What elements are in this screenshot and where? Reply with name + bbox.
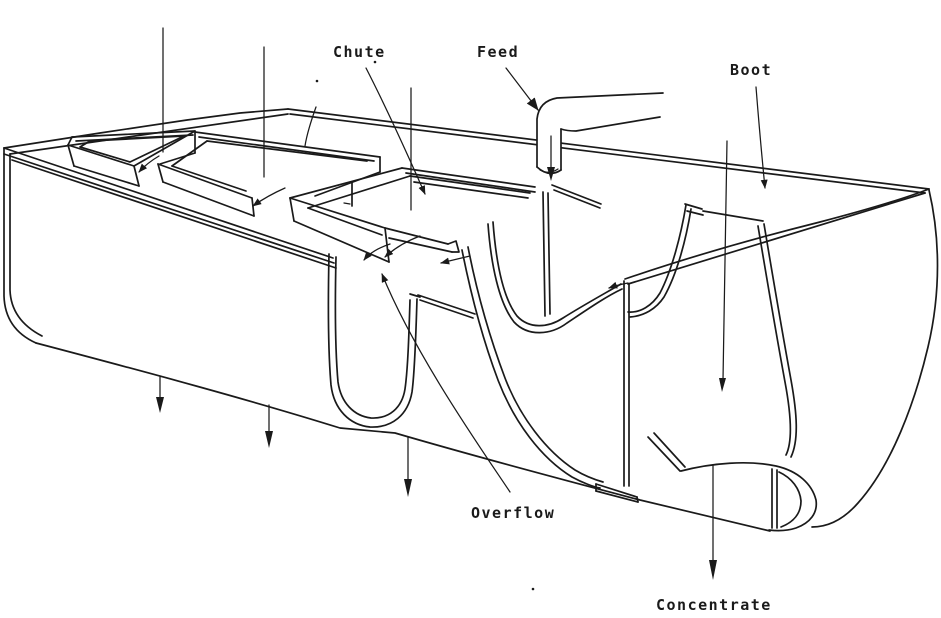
boot-label: Boot xyxy=(730,61,773,79)
spigot-discharge-arrow-2 xyxy=(265,404,273,448)
boot-leader xyxy=(755,86,768,189)
feed-leader xyxy=(505,67,539,111)
front-cut-curve xyxy=(461,246,639,503)
chute-3 xyxy=(289,167,602,317)
concentrate-label: Concentrate xyxy=(656,596,772,614)
chute-leader xyxy=(365,67,426,195)
spill-over-chute-3-lip-arrow xyxy=(384,235,421,258)
drop-into-boot-arrow xyxy=(719,140,728,392)
left-at-cut-edge-arrow xyxy=(608,281,629,289)
concentrate-discharge-arrow xyxy=(709,464,717,580)
ink-specks xyxy=(315,60,535,591)
spigot-discharge-arrow-1 xyxy=(156,376,164,413)
overflow-label: Overflow xyxy=(471,504,556,522)
chute-1 xyxy=(67,130,196,187)
left-along-trough-arrow xyxy=(440,255,471,265)
tank-left-end xyxy=(3,147,43,344)
boot-rear-curve xyxy=(757,223,798,458)
boot-partition-curve xyxy=(623,203,764,487)
tank-top-rim xyxy=(3,108,930,319)
spigot-discharge-arrow-3 xyxy=(404,436,412,497)
u-section-cut xyxy=(327,253,421,428)
boot-sump xyxy=(647,432,818,532)
spill-over-chute-2-lip-arrow xyxy=(252,187,286,207)
chute-2 xyxy=(157,106,381,217)
chute-label: Chute xyxy=(333,43,386,61)
overflow-curl-arrow xyxy=(363,243,391,261)
leader-lines xyxy=(365,67,768,493)
tank-bottom-edge xyxy=(35,342,771,532)
feed-label: Feed xyxy=(477,43,520,61)
spill-over-chute-1-lip-arrow xyxy=(138,155,160,173)
overflow-leader xyxy=(381,273,511,493)
trough-pocket-section xyxy=(487,221,623,334)
tank-right-end-outline xyxy=(811,189,939,528)
flow-arrows xyxy=(138,27,728,580)
feed-pipe xyxy=(536,92,664,181)
